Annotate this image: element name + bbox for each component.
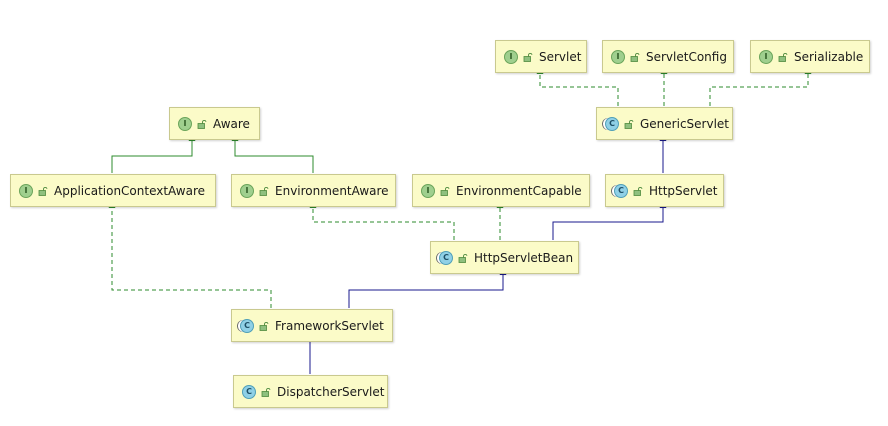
node-label: Servlet [539,49,582,64]
node-label: HttpServlet [649,183,718,198]
abstract-class-icon: C [605,116,619,131]
edge-httpservletbean-envaware [309,201,455,240]
unlock-icon [197,119,207,129]
unlock-icon [778,52,788,62]
abstract-class-icon: C [439,250,453,265]
node-label: FrameworkServlet [275,318,384,333]
node-applicationcontextaware[interactable]: I ApplicationContextAware [10,174,216,207]
node-label: EnvironmentAware [275,183,389,198]
node-aware[interactable]: I Aware [169,107,260,140]
edge-genericservlet-serializable [709,67,812,106]
unlock-icon [440,186,450,196]
unlock-icon [261,387,271,397]
abstract-class-icon: C [614,183,628,198]
interface-icon: I [421,183,435,198]
unlock-icon [259,321,269,331]
node-genericservlet[interactable]: C GenericServlet [596,107,733,140]
node-httpservletbean[interactable]: C HttpServletBean [430,241,579,274]
node-label: EnvironmentCapable [456,183,582,198]
node-frameworkservlet[interactable]: C FrameworkServlet [231,309,393,342]
interface-icon: I [611,49,625,64]
node-dispatcherservlet[interactable]: C DispatcherServlet [233,375,388,408]
node-servletconfig[interactable]: I ServletConfig [602,40,734,73]
edge-frameworkservlet-appctxaware [108,201,272,308]
class-icon: C [242,384,256,399]
unlock-icon [458,253,468,263]
node-label: GenericServlet [640,116,729,131]
interface-icon: I [240,183,254,198]
unlock-icon [38,186,48,196]
node-serializable[interactable]: I Serializable [750,40,870,73]
edge-httpservletbean-httpservlet [552,201,667,240]
node-label: Aware [213,116,250,131]
node-label: ServletConfig [646,49,727,64]
node-environmentcapable[interactable]: I EnvironmentCapable [412,174,590,207]
node-servlet[interactable]: I Servlet [495,40,587,73]
edge-frameworkservlet-httpservletbean [348,268,507,308]
abstract-class-icon: C [240,318,254,333]
interface-icon: I [178,116,192,131]
edge-appctxaware-aware [111,134,196,173]
unlock-icon [259,186,269,196]
interface-icon: I [504,49,518,64]
edge-envaware-aware [231,134,314,173]
node-httpservlet[interactable]: C HttpServlet [605,174,724,207]
edge-genericservlet-servlet [536,67,619,106]
interface-icon: I [19,183,33,198]
unlock-icon [624,119,634,129]
node-environmentaware[interactable]: I EnvironmentAware [231,174,396,207]
node-label: DispatcherServlet [277,384,385,399]
node-label: HttpServletBean [474,250,574,265]
unlock-icon [630,52,640,62]
unlock-icon [523,52,533,62]
unlock-icon [633,186,643,196]
node-label: ApplicationContextAware [54,183,206,198]
node-label: Serializable [794,49,864,64]
interface-icon: I [759,49,773,64]
